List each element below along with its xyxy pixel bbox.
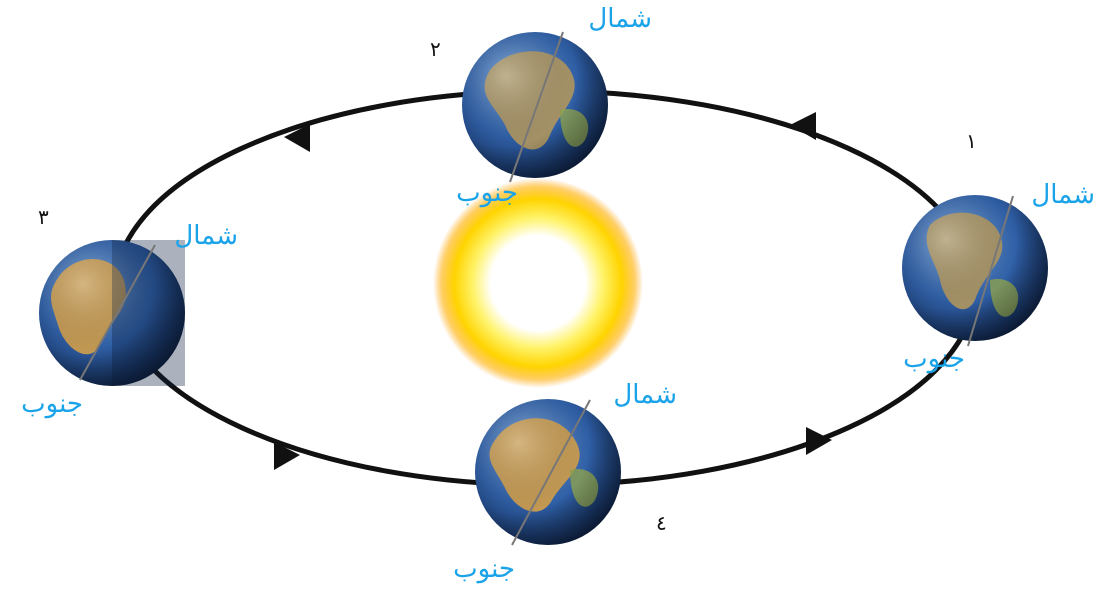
earth-1-number: ١	[966, 129, 977, 153]
earth-1-south-label: جنوب	[903, 344, 965, 374]
earth-4-number: ٤	[656, 511, 667, 535]
earth-1: ١ شمال جنوب	[902, 129, 1095, 374]
earth-2-number: ٢	[430, 37, 441, 61]
earth-4-north-label: شمال	[613, 380, 677, 410]
earth-2-south-label: جنوب	[456, 178, 518, 208]
earth-4-south-label: جنوب	[453, 554, 515, 584]
orbit-arrow-bottom-right	[806, 427, 832, 455]
earth-1-north-label: شمال	[1031, 180, 1095, 210]
earth-3-north-label: شمال	[174, 221, 238, 251]
orbit-arrow-top-right	[790, 112, 816, 140]
earth-3-number: ٣	[38, 205, 49, 229]
sun	[433, 178, 643, 388]
earth-3-south-label: جنوب	[21, 389, 83, 419]
earth-2-north-label: شمال	[588, 4, 652, 34]
earth-2: ٢ شمال جنوب	[430, 4, 652, 208]
